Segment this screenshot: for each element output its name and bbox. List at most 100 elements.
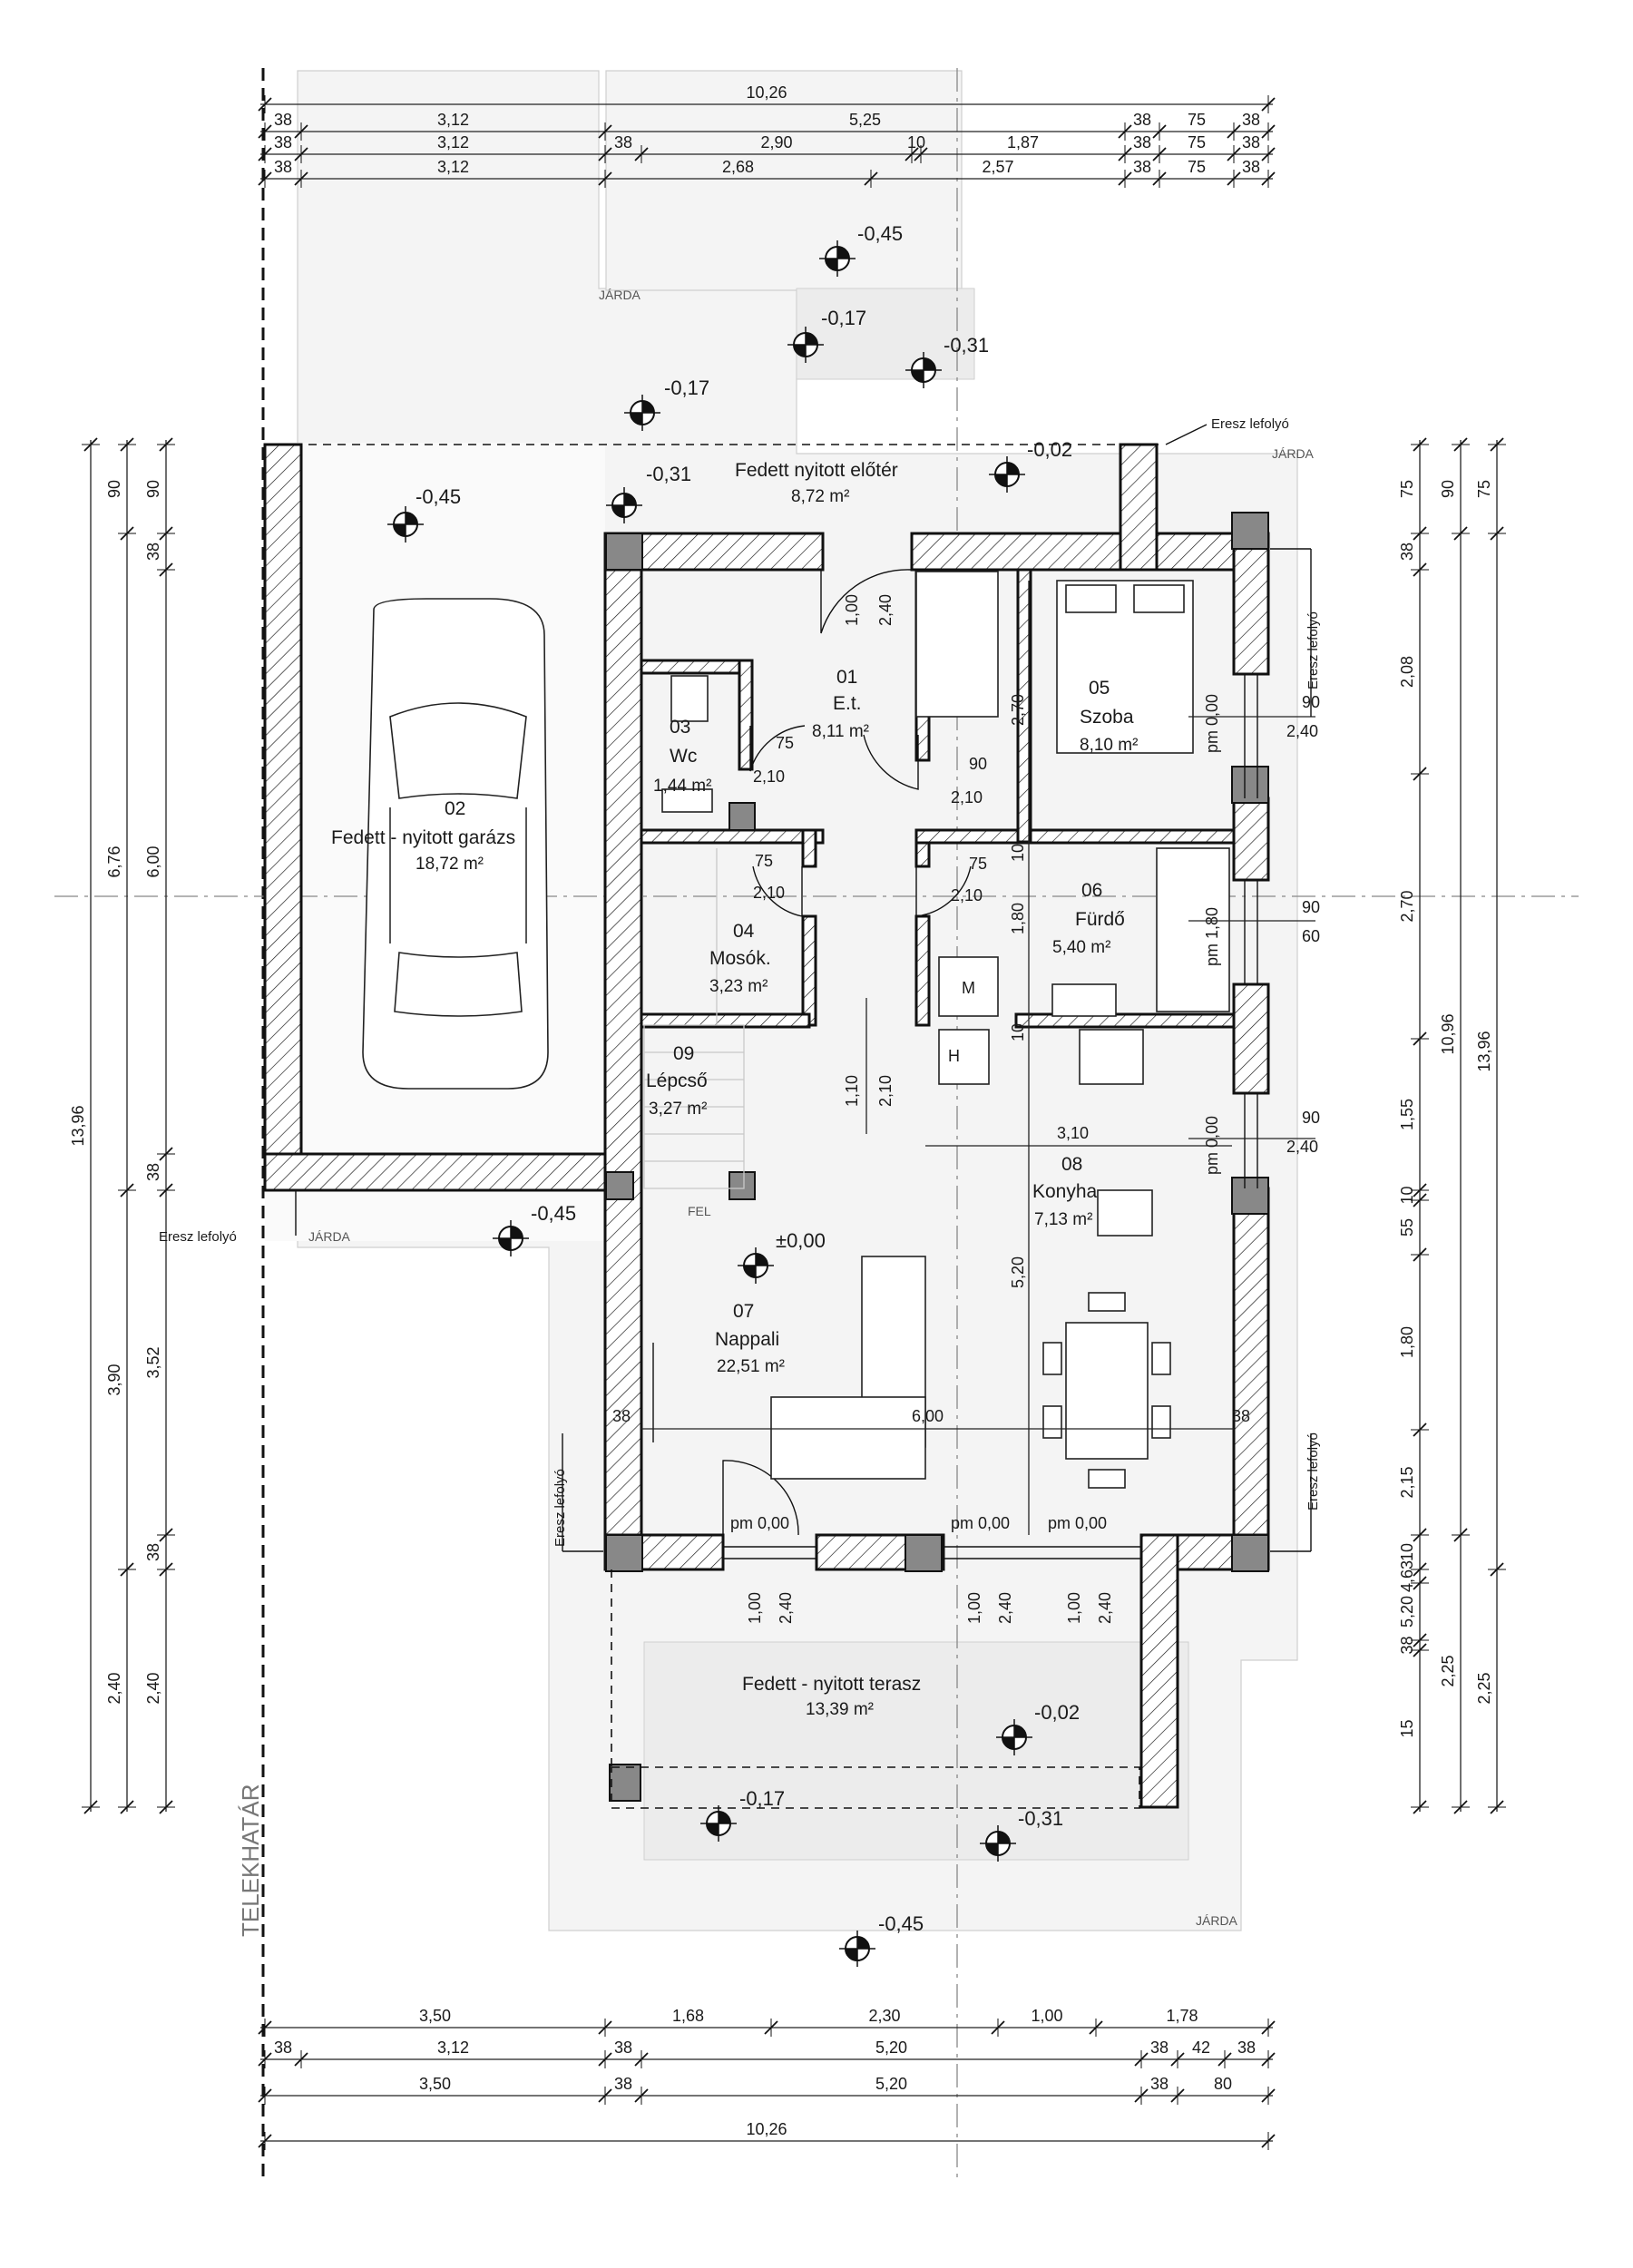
room09-num: 09 <box>673 1043 694 1064</box>
level-marker: -0,31 <box>606 463 691 523</box>
dim-label: 75 <box>1398 480 1416 498</box>
level-label: -0,45 <box>857 222 903 245</box>
room03-name: Wc <box>670 746 697 767</box>
room06-area: 5,40 m² <box>1052 938 1110 957</box>
room07-name: Nappali <box>715 1329 779 1350</box>
dim-label: 2,90 <box>760 133 792 152</box>
stair-up-label: FEL <box>688 1204 711 1218</box>
svg-text:2,70: 2,70 <box>1009 694 1027 726</box>
svg-text:10: 10 <box>1009 1023 1027 1041</box>
furniture: M H <box>652 571 1230 1489</box>
svg-text:75: 75 <box>969 855 987 873</box>
svg-text:pm 0,00: pm 0,00 <box>951 1514 1010 1532</box>
dim-label: 38 <box>614 133 632 152</box>
level-marker: -0,45 <box>819 222 903 277</box>
dim-label: 38 <box>614 2038 632 2057</box>
room04-num: 04 <box>733 921 755 942</box>
svg-text:75: 75 <box>755 852 773 870</box>
dim-chain-h: 10,26 <box>258 2120 1276 2150</box>
dim-label: 38 <box>1133 133 1151 152</box>
dim-label: 1,78 <box>1166 2007 1198 2025</box>
svg-text:2,10: 2,10 <box>753 884 785 902</box>
room01-name: E.t. <box>833 693 862 714</box>
dim-label: 38 <box>274 133 292 152</box>
svg-text:90: 90 <box>1302 1109 1320 1127</box>
dim-label: 1,00 <box>1031 2007 1062 2025</box>
dim-label: 1,80 <box>1398 1326 1416 1358</box>
level-marker: -0,17 <box>787 307 866 363</box>
level-marker: ±0,00 <box>738 1229 826 1284</box>
dim-label: 5,20 <box>1398 1596 1416 1628</box>
svg-text:90: 90 <box>1302 898 1320 916</box>
svg-text:JÁRDA: JÁRDA <box>1272 446 1315 461</box>
dim-label: 2,30 <box>868 2007 900 2025</box>
level-marker: -0,17 <box>624 376 709 431</box>
svg-text:10: 10 <box>1009 844 1027 862</box>
level-marker: -0,17 <box>700 1787 785 1842</box>
svg-text:2,40: 2,40 <box>1286 722 1318 740</box>
interior-dims <box>641 581 1315 1535</box>
dim-label: 90 <box>144 480 162 498</box>
dim-label: 3,12 <box>437 111 469 129</box>
level-marker: -0,31 <box>980 1807 1063 1862</box>
dim-label: 4,63 <box>1398 1560 1416 1592</box>
dim-label: 10,96 <box>1439 1013 1457 1054</box>
room04-area: 3,23 m² <box>709 977 768 996</box>
room01-area: 8,11 m² <box>812 722 869 741</box>
windows <box>723 674 1258 1559</box>
dim-label: 5,20 <box>875 2038 907 2057</box>
room03-num: 03 <box>670 717 690 738</box>
door-swings <box>722 569 972 1536</box>
svg-text:1,10: 1,10 <box>843 1075 861 1107</box>
level-marker: -0,31 <box>905 334 989 388</box>
dim-label: 90 <box>1439 480 1457 498</box>
svg-text:5,20: 5,20 <box>1009 1256 1027 1288</box>
room09-area: 3,27 m² <box>649 1100 707 1119</box>
level-label: ±0,00 <box>776 1229 826 1252</box>
dim-label: 55 <box>1398 1218 1416 1237</box>
svg-text:M: M <box>962 979 975 997</box>
svg-text:2,40: 2,40 <box>1096 1592 1114 1624</box>
room05-name: Szoba <box>1080 707 1134 728</box>
dim-label: 90 <box>105 480 123 498</box>
svg-text:2,10: 2,10 <box>951 788 983 807</box>
terrace-area: 13,39 m² <box>806 1700 874 1719</box>
dim-label: 2,68 <box>722 158 754 176</box>
level-label: -0,02 <box>1034 1701 1080 1724</box>
dim-label: 3,12 <box>437 2038 469 2057</box>
dim-label: 38 <box>1150 2075 1169 2093</box>
dim-label: 2,25 <box>1475 1672 1493 1704</box>
room08-name: Konyha <box>1032 1181 1098 1202</box>
svg-text:pm 0,00: pm 0,00 <box>730 1514 789 1532</box>
svg-text:pm 1,80: pm 1,80 <box>1203 907 1221 966</box>
svg-text:38: 38 <box>1232 1407 1250 1425</box>
foyer-area: 8,72 m² <box>791 487 849 506</box>
svg-text:6,00: 6,00 <box>912 1407 944 1425</box>
room02-num: 02 <box>445 798 465 819</box>
level-label: -0,17 <box>739 1787 785 1810</box>
dim-label: 6,00 <box>144 846 162 877</box>
level-markers: -0,45-0,31-0,17-0,17-0,31-0,02-0,45-0,45… <box>387 222 1080 1967</box>
room06-name: Fürdő <box>1075 909 1125 930</box>
svg-text:2,10: 2,10 <box>951 886 983 904</box>
dim-label: 1,55 <box>1398 1099 1416 1130</box>
room08-num: 08 <box>1061 1154 1082 1175</box>
opening-labels: 1,00 2,40 75 2,10 90 2,10 75 2,10 75 2,1… <box>612 594 1320 1624</box>
dim-label: 75 <box>1475 480 1493 498</box>
svg-text:1,00: 1,00 <box>746 1592 764 1624</box>
dim-label: 2,08 <box>1398 656 1416 688</box>
dim-label: 38 <box>144 1543 162 1561</box>
dim-label: 38 <box>1237 2038 1256 2057</box>
wash-basin <box>1051 983 1117 1017</box>
dim-label: 3,12 <box>437 158 469 176</box>
staircase: FEL <box>643 848 745 1218</box>
room09-name: Lépcső <box>646 1070 708 1091</box>
room04-name: Mosók. <box>709 948 771 969</box>
dim-label: 75 <box>1188 158 1206 176</box>
dim-label: 38 <box>1133 111 1151 129</box>
